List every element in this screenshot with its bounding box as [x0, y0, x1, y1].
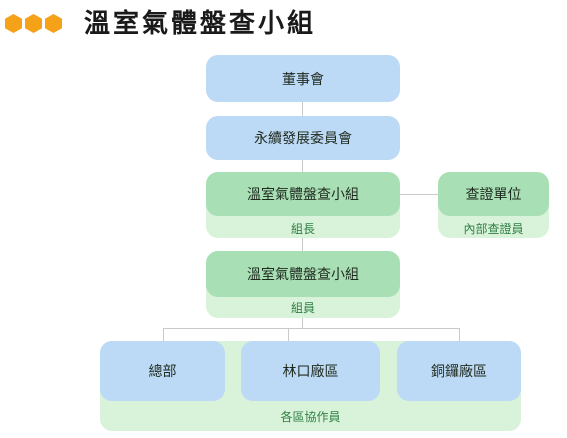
connector-member-trunk: [302, 318, 303, 328]
connector-lead-verification: [400, 194, 438, 195]
connector-units-bar: [163, 328, 460, 329]
hexagon-bullet-icon: [25, 14, 42, 33]
team-member-role-label: 組員: [290, 301, 315, 315]
unit-headquarters-box: 總部: [100, 341, 225, 401]
hexagon-bullet-icon: [45, 14, 62, 33]
sustainability-committee-box: 永續發展委員會: [206, 116, 400, 160]
team-lead-box: 溫室氣體盤查小組: [206, 172, 400, 216]
connector-unit-tongluo: [459, 328, 460, 341]
unit-linkou-box: 林口廠區: [241, 341, 380, 401]
team-member-box: 溫室氣體盤查小組: [206, 251, 400, 297]
board-box: 董事會: [206, 55, 400, 102]
page-title: 溫室氣體盤查小組: [84, 9, 317, 39]
connector-lead-member: [302, 238, 303, 251]
connector-board-committee: [302, 102, 303, 116]
unit-tongluo-box: 銅鑼廠區: [397, 341, 521, 401]
verification-box: 查證單位: [438, 172, 549, 216]
team-lead-role-label: 組長: [290, 222, 315, 236]
verification-role-label: 內部查證員: [463, 222, 524, 236]
hexagon-bullet-icon: [5, 14, 22, 33]
connector-unit-linkou: [288, 328, 289, 341]
connector-committee-lead: [302, 160, 303, 172]
connector-unit-hq: [163, 328, 164, 341]
units-role-label: 各區協作員: [280, 410, 341, 424]
